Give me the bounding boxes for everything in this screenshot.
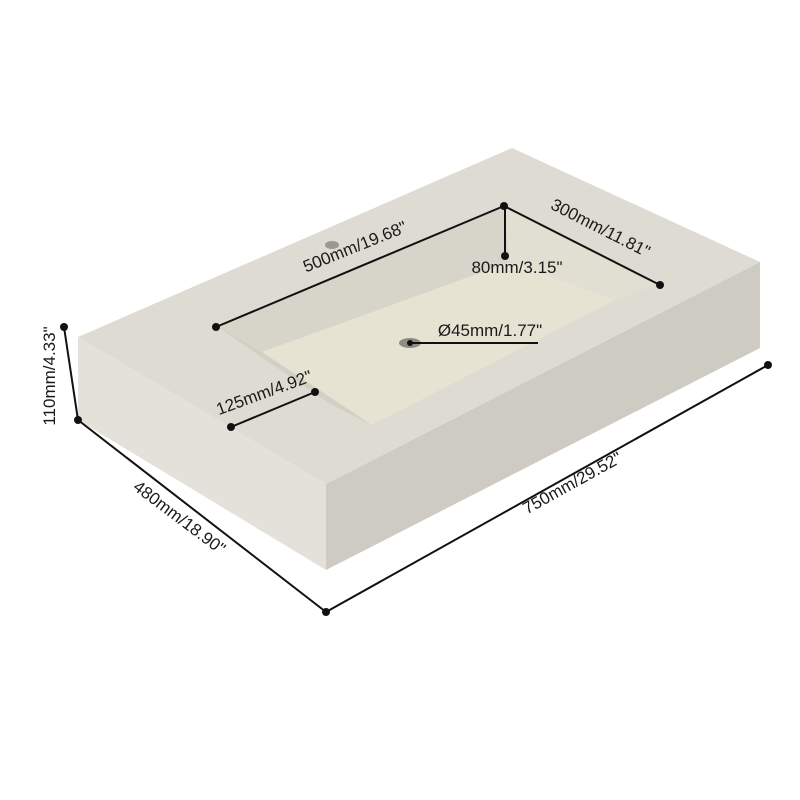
basin-width-dim-dot	[656, 281, 664, 289]
side-margin-dim-dot	[227, 423, 235, 431]
drain-label: Ø45mm/1.77"	[438, 321, 542, 340]
basin-depth-label: 80mm/3.15"	[471, 258, 562, 277]
height-dim-dot	[60, 323, 68, 331]
height-dim-line	[63, 326, 79, 421]
basin-right-wall	[503, 207, 660, 300]
basin-left-wall	[218, 327, 372, 425]
width-dim-dot	[764, 361, 772, 369]
basin-back-wall	[218, 207, 510, 352]
width-dim-line	[325, 364, 769, 613]
depth-dim-line	[77, 419, 327, 613]
slab-front-face	[326, 262, 760, 570]
height-label: 110mm/4.33"	[40, 326, 59, 425]
side-margin-dim-dot	[311, 388, 319, 396]
basin-length-dim-line	[215, 205, 505, 328]
faucet-hole	[325, 241, 339, 249]
drain-dim-dot	[407, 340, 413, 346]
basin-width-dim-line	[503, 205, 661, 286]
basin-depth-dim-dot	[501, 252, 509, 260]
slab-left-face	[78, 337, 326, 570]
side-margin-dim-line	[230, 391, 316, 428]
basin-length-dim-dot	[212, 323, 220, 331]
